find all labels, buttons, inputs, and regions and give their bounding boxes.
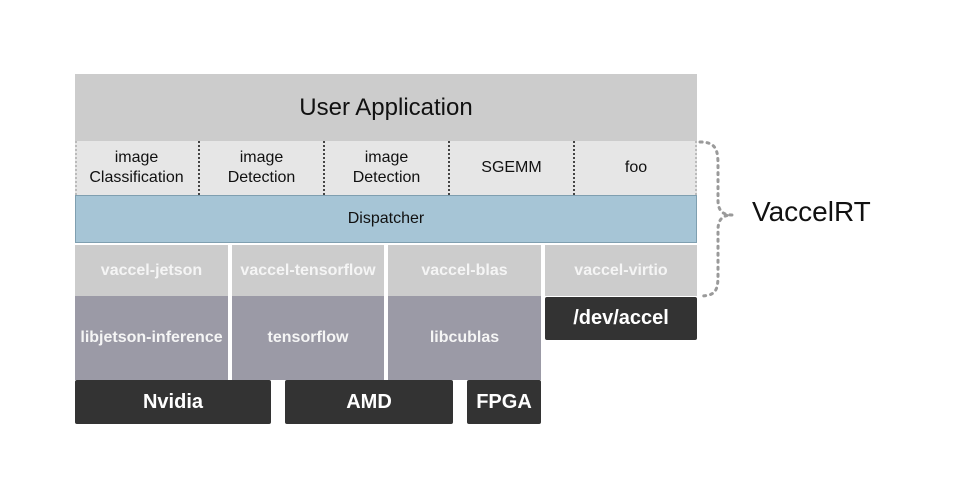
user-application-layer: User Application (75, 74, 697, 141)
operation-label-line1: image (114, 149, 159, 166)
plugin-vaccel-virtio: vaccel-virtio (545, 245, 697, 296)
library-label: libcublas (429, 329, 500, 346)
hardware-nvidia: Nvidia (75, 380, 271, 424)
hardware-amd: AMD (285, 380, 453, 424)
dev-accel-block: /dev/accel (545, 297, 697, 340)
plugin-label: vaccel-virtio (574, 261, 668, 279)
operation-label: SGEMM (481, 159, 542, 176)
vaccelrt-label: VaccelRT (752, 196, 871, 227)
operation-label: foo (624, 159, 648, 176)
plugin-vaccel-tensorflow: vaccel-tensorflow (232, 245, 384, 296)
operation-sgemm: SGEMM (450, 141, 575, 195)
operation-label-line2: Detection (352, 169, 421, 186)
dispatcher-label: Dispatcher (347, 210, 425, 227)
plugin-vaccel-blas: vaccel-blas (388, 245, 541, 296)
dispatcher-layer: Dispatcher (75, 195, 697, 243)
hardware-label: AMD (346, 390, 392, 413)
library-libcublas: libcublas (388, 296, 541, 380)
plugin-label: vaccel-jetson (100, 261, 203, 279)
brace-path (698, 140, 733, 298)
hardware-fpga: FPGA (467, 380, 541, 424)
operation-foo: foo (575, 141, 697, 195)
operation-label-line1: image (239, 149, 284, 166)
plugin-label: vaccel-tensorflow (240, 261, 376, 279)
plugin-vaccel-jetson: vaccel-jetson (75, 245, 228, 296)
library-label: tensorflow (267, 329, 349, 346)
plugin-label: vaccel-blas (421, 261, 508, 279)
library-libjetson-inference: libjetson-inference (75, 296, 228, 380)
operation-label-line2: Classification (89, 169, 184, 186)
operation-label-line2: Detection (227, 169, 296, 186)
hardware-label: FPGA (476, 390, 532, 413)
operation-label-line1: image (364, 149, 409, 166)
library-label: libjetson-inference (80, 329, 223, 346)
dev-accel-label: /dev/accel (573, 307, 669, 329)
hardware-label: Nvidia (142, 390, 204, 413)
library-tensorflow: tensorflow (232, 296, 384, 380)
user-application-label: User Application (299, 93, 473, 121)
